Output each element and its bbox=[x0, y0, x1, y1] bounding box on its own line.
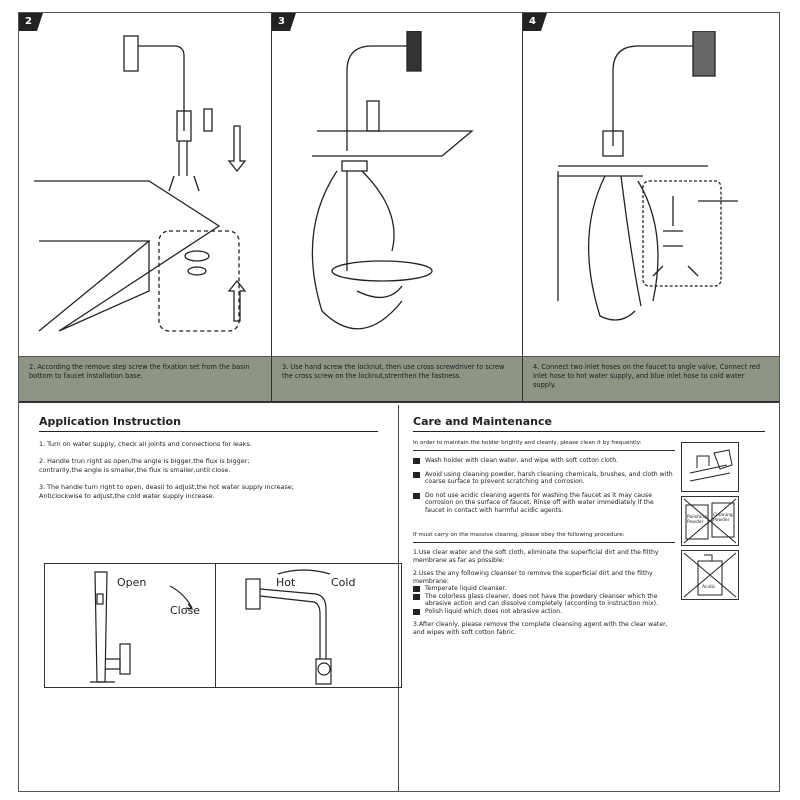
step-number: 4 bbox=[523, 13, 547, 31]
installation-steps: 2 2. According the remove step screw the… bbox=[19, 13, 779, 403]
section-title: Application Instruction bbox=[39, 415, 378, 432]
instruction-item: 2. Handle trun right as open,the angle i… bbox=[39, 457, 250, 474]
care-bullet: Wash holder with clean water, and wipe w… bbox=[413, 457, 675, 465]
no-powder-icon: Polishing Powder Cleaning Powder bbox=[681, 496, 739, 546]
instruction-item: 3. The handle turn right to open, deasil… bbox=[39, 483, 294, 500]
instruction-item: 1. Turn on water supply, check all joint… bbox=[39, 440, 252, 448]
procedure-step: 3.After cleanly, please remove the compl… bbox=[413, 621, 668, 636]
open-close-figure: Open Close bbox=[45, 564, 216, 687]
operation-figures: Open Close Hot Cold bbox=[44, 563, 402, 688]
cold-label: Cold bbox=[331, 576, 356, 589]
no-acidic-icon: Acidic bbox=[681, 550, 739, 600]
polishing-powder-label: Polishing Powder bbox=[687, 515, 707, 525]
cleanser-text: Polish liquid which does not abrasive ac… bbox=[425, 607, 562, 615]
procedure-step: 2.Uses the any following cleanser to rem… bbox=[413, 570, 675, 585]
locknut-illustration bbox=[311, 31, 474, 330]
application-instruction-section: Application Instruction 1. Turn on water… bbox=[19, 405, 402, 791]
section-title: Care and Maintenance bbox=[413, 415, 765, 432]
cleaning-powder-label: Cleaning Powder bbox=[713, 513, 733, 523]
close-label: Close bbox=[170, 604, 200, 617]
care-intro: In order to maintain the holder brightly… bbox=[413, 440, 675, 451]
hot-label: Hot bbox=[276, 576, 296, 589]
step-number: 3 bbox=[272, 13, 296, 31]
step-4-panel: 4 4. Connect two inlet hoses on the fauc… bbox=[523, 13, 779, 401]
hot-cold-figure: Hot Cold bbox=[216, 564, 401, 687]
step-3-panel: 3 3. Use hand screw the locknut, then us… bbox=[272, 13, 523, 401]
step-2-panel: 2 2. According the remove step screw the… bbox=[19, 13, 272, 401]
step-number: 2 bbox=[19, 13, 43, 31]
wipe-faucet-icon bbox=[681, 442, 739, 492]
manual-page: 2 2. According the remove step screw the… bbox=[18, 12, 780, 792]
bullet-text: Do not use acidic cleaning agents for wa… bbox=[425, 491, 654, 514]
open-label: Open bbox=[117, 576, 147, 589]
care-maintenance-section: Care and Maintenance In order to maintai… bbox=[399, 405, 779, 791]
cleanser-text: Temperate liquid cleanser. bbox=[425, 585, 507, 592]
cleanser-item: Temperate liquid cleanser. bbox=[413, 585, 675, 593]
cleanser-text: The colorless glass cleaner, does not ha… bbox=[425, 592, 659, 608]
care-icons: Polishing Powder Cleaning Powder Acidic bbox=[681, 442, 745, 604]
procedure-intro: If must carry on the massive clearing, p… bbox=[413, 532, 675, 543]
faucet-side-illustration bbox=[90, 571, 194, 683]
step-caption: 3. Use hand screw the locknut, then use … bbox=[272, 356, 522, 401]
step-caption: 2. According the remove step screw the f… bbox=[19, 356, 271, 401]
hose-connection-illustration bbox=[557, 31, 738, 321]
cleanser-item: The colorless glass cleaner, does not ha… bbox=[413, 593, 675, 608]
cleanser-item: Polish liquid which does not abrasive ac… bbox=[413, 608, 675, 616]
step-caption: 4. Connect two inlet hoses on the faucet… bbox=[523, 356, 779, 401]
care-bullet: Do not use acidic cleaning agents for wa… bbox=[413, 492, 675, 515]
basin-mount-illustration bbox=[34, 35, 247, 332]
care-bullet: Avoid using cleaning powder, harsh clean… bbox=[413, 471, 675, 486]
bullet-text: Wash holder with clean water, and wipe w… bbox=[425, 457, 619, 464]
bullet-text: Avoid using cleaning powder, harsh clean… bbox=[425, 470, 673, 486]
procedure-step: 1.Use clear water and the soft cloth, el… bbox=[413, 549, 659, 564]
acidic-label: Acidic bbox=[702, 585, 716, 590]
procedure-text: 2.Uses the any following cleanser to rem… bbox=[413, 570, 653, 585]
faucet-top-illustration bbox=[245, 569, 332, 685]
